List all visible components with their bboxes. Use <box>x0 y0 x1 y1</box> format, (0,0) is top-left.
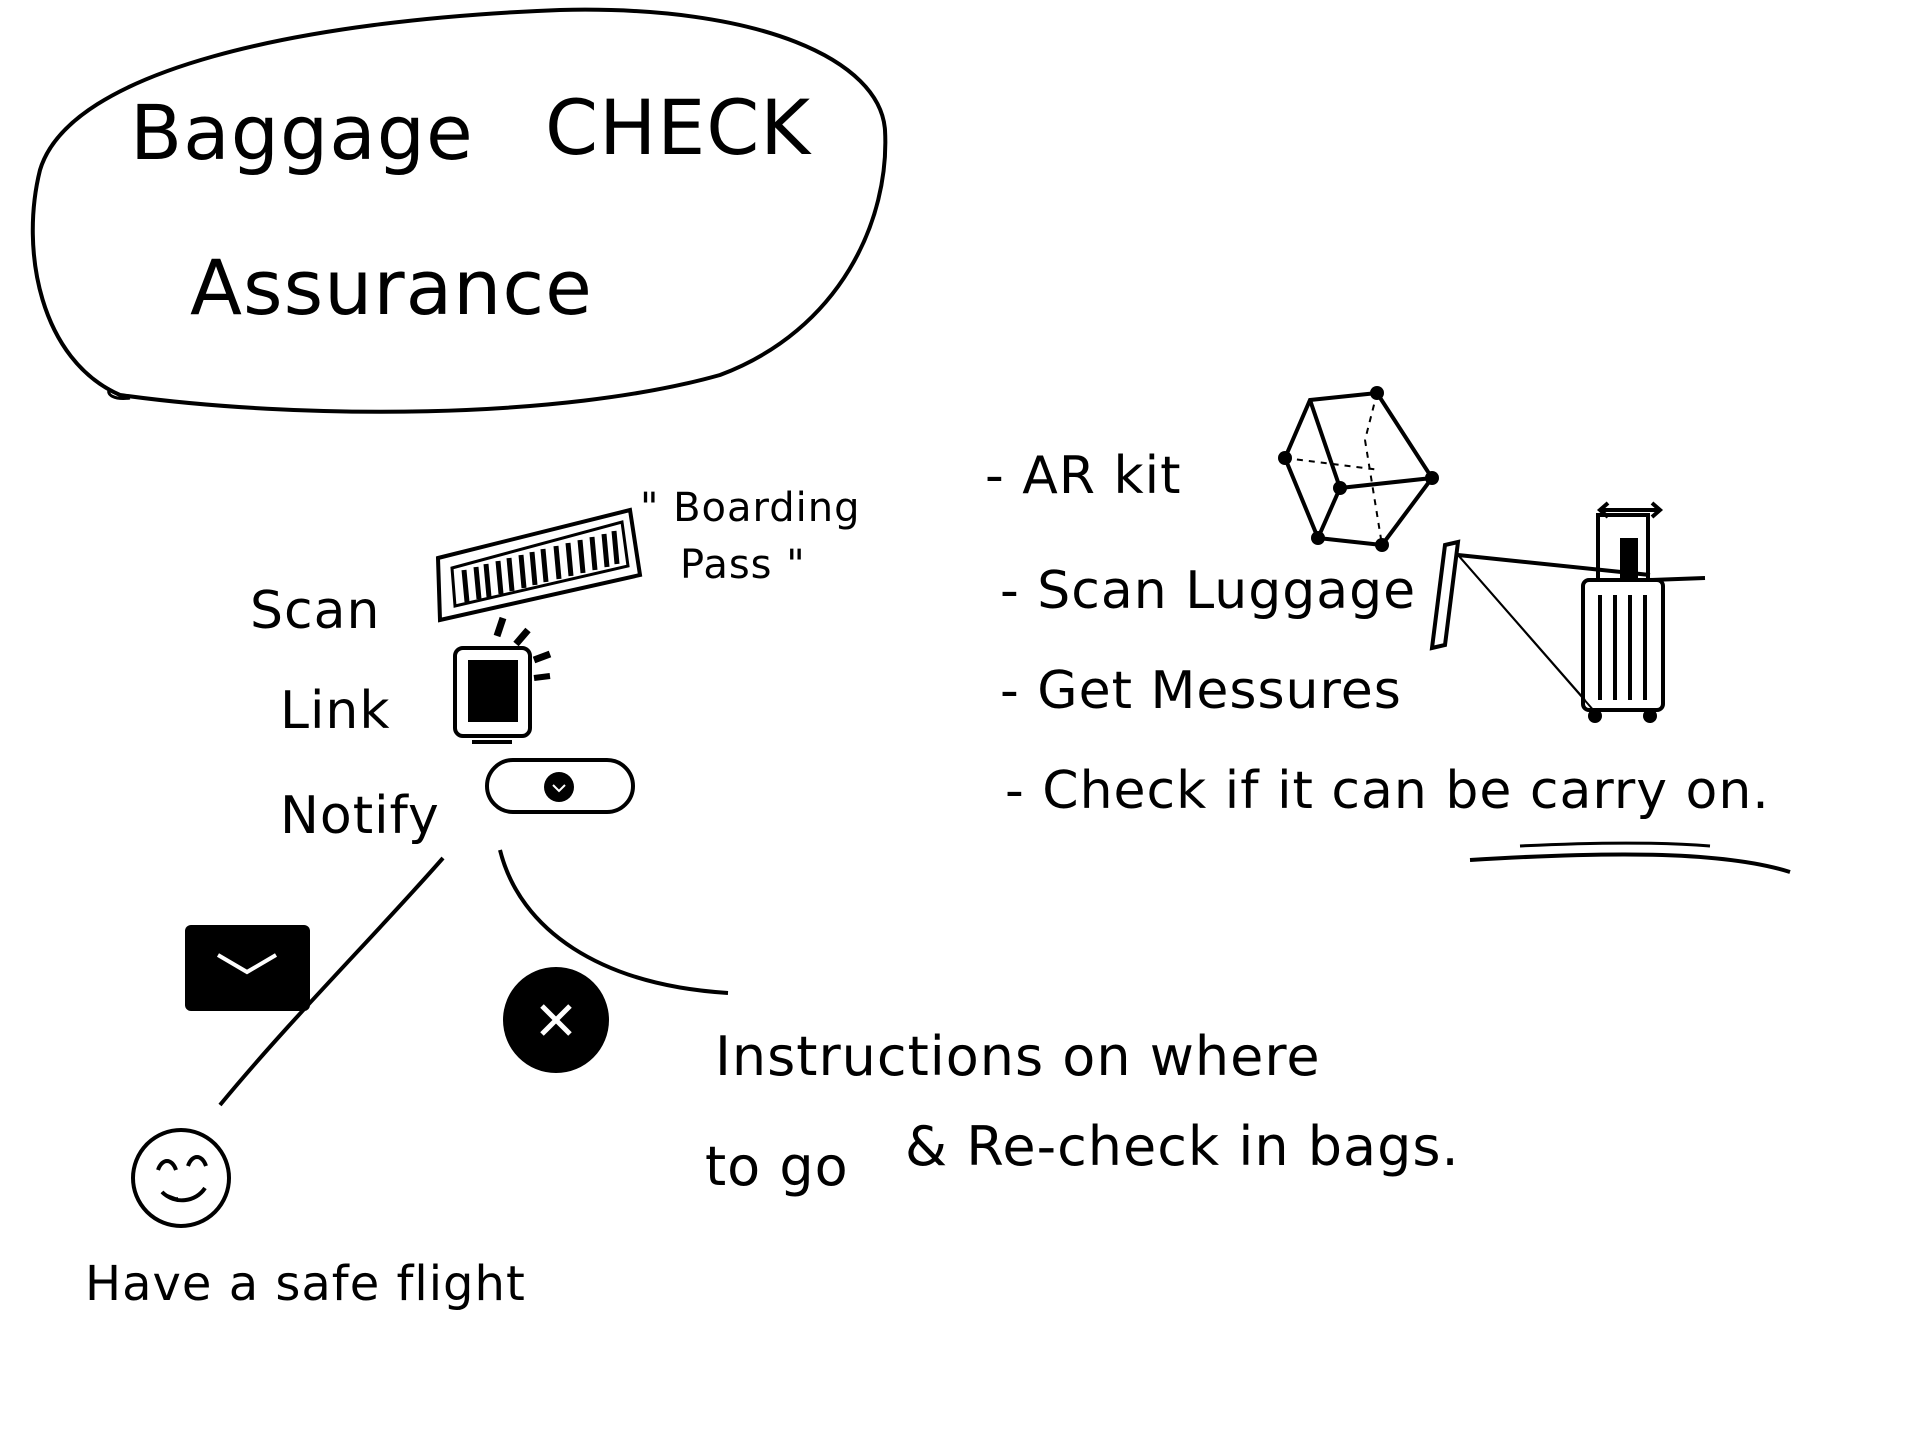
step-notify-label: Notify <box>280 786 440 846</box>
emphasis-underline <box>1469 841 1791 874</box>
feature-item-ar-kit: - AR kit <box>985 446 1182 506</box>
failure-branch-line <box>498 849 729 995</box>
barcode-icon <box>435 507 643 623</box>
close-icon <box>503 967 609 1073</box>
step-link-label: Link <box>280 681 391 741</box>
title-bubble <box>30 7 888 414</box>
envelope-icon <box>185 925 310 1011</box>
title-word-baggage: Baggage <box>130 88 474 177</box>
boarding-pass-label-line2: Pass " <box>680 542 806 588</box>
success-message: Have a safe flight <box>85 1256 526 1312</box>
feature-item-get-measures: - Get Messures <box>1000 661 1402 721</box>
boarding-pass-label-line1: " Boarding <box>640 485 861 531</box>
smiley-icon <box>131 1128 231 1228</box>
failure-instructions-line2b: & Re-check in bags. <box>905 1115 1460 1178</box>
cube-icon <box>1282 390 1435 548</box>
title-word-assurance: Assurance <box>190 243 593 332</box>
toggle-icon <box>485 758 635 814</box>
feature-item-carry-on-check: - Check if it can be carry on. <box>1005 761 1770 821</box>
success-branch-line <box>218 856 445 1107</box>
phone-icon <box>453 616 552 744</box>
failure-instructions-line2a: to go <box>705 1135 849 1198</box>
failure-instructions-line1: Instructions on where <box>715 1025 1321 1088</box>
title-word-check: CHECK <box>545 83 812 172</box>
feature-item-scan-luggage: - Scan Luggage <box>1000 561 1417 621</box>
suitcase-icon <box>1429 501 1706 723</box>
step-scan-label: Scan <box>250 581 381 641</box>
